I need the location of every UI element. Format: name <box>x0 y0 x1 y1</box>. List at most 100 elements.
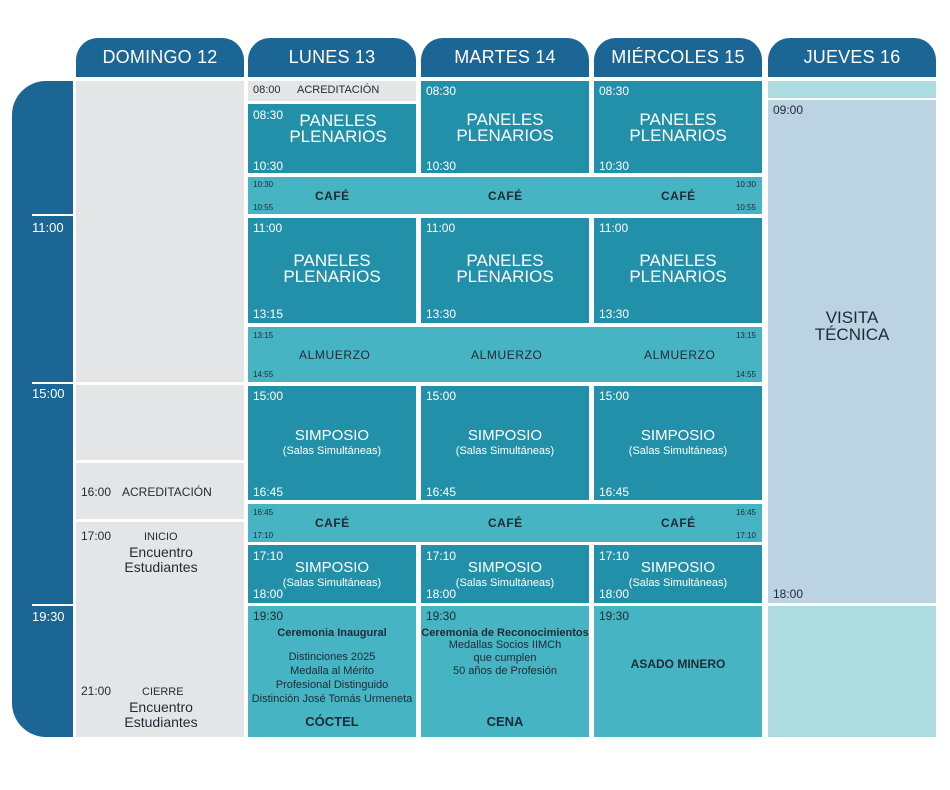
lunes-simposio-2[interactable]: 17:10 SIMPOSIO (Salas Simultáneas) 18:00 <box>248 545 416 603</box>
lunes-simposio-1[interactable]: 15:00 SIMPOSIO (Salas Simultáneas) 16:45 <box>248 386 416 500</box>
domingo-acred-time: 16:00 <box>81 485 112 499</box>
almuerzo-start-right: 13:15 <box>735 331 756 340</box>
cafe2-start-left: 16:45 <box>253 508 274 517</box>
cafe2-end-left: 17:10 <box>253 531 274 540</box>
domingo-end-time: 21:00 <box>81 684 112 698</box>
domingo-start-label: INICIO <box>144 531 178 543</box>
martes-detail-2: que cumplen <box>473 652 537 664</box>
martes-simposio-2[interactable]: 17:10 SIMPOSIO (Salas Simultáneas) 18:00 <box>421 545 589 603</box>
cafe2-label-miercoles: CAFÉ <box>661 516 696 530</box>
almuerzo-start-left: 13:15 <box>253 331 274 340</box>
cafe2-label-lunes: CAFÉ <box>315 516 350 530</box>
martes-paneles-2[interactable]: 11:00 PANELES PLENARIOS 13:30 <box>421 218 589 323</box>
miercoles-simp1-end: 16:45 <box>599 485 630 499</box>
martes-evening-time: 19:30 <box>426 609 457 623</box>
martes-simp1-end: 16:45 <box>426 485 457 499</box>
martes-simp1-title: SIMPOSIO <box>467 427 543 444</box>
lunes-detail-1: Distinciones 2025 <box>288 651 376 663</box>
jueves-visita-tecnica[interactable]: 09:00 VISITA TÉCNICA 18:00 <box>768 100 936 603</box>
miercoles-simp1-start: 15:00 <box>599 389 630 403</box>
martes-evening[interactable]: 19:30 Ceremonia de Reconocimientos Medal… <box>421 606 589 737</box>
martes-panel1-title: PANELES PLENARIOS <box>421 111 589 145</box>
domingo-event-end-l2: Estudiantes <box>124 714 198 730</box>
miercoles-simposio-1[interactable]: 15:00 SIMPOSIO (Salas Simultáneas) 16:45 <box>594 386 762 500</box>
almuerzo-end-left: 14:55 <box>253 370 274 379</box>
martes-panel2-end: 13:30 <box>426 307 457 321</box>
lunes-acred-time: 08:00 <box>253 84 281 96</box>
day-header-domingo: DOMINGO 12 <box>76 38 244 77</box>
lunes-panel1-title: PANELES PLENARIOS <box>248 112 416 145</box>
day-header-martes: MARTES 14 <box>421 38 589 77</box>
martes-simp2-title: SIMPOSIO <box>467 559 543 576</box>
lunes-acreditacion[interactable]: 08:00 ACREDITACIÓN <box>248 81 416 101</box>
cafe2-label-martes: CAFÉ <box>488 516 523 530</box>
cafe1-end-right: 10:55 <box>735 203 756 212</box>
cafe1-label-lunes: CAFÉ <box>315 189 350 203</box>
miercoles-panel1-end: 10:30 <box>599 159 630 173</box>
lunes-simp2-title: SIMPOSIO <box>294 559 370 576</box>
domingo-event-end-l1: Encuentro <box>129 699 193 715</box>
domingo-event-start-l1: Encuentro <box>129 544 193 560</box>
miercoles-panel2-start: 11:00 <box>599 221 629 235</box>
rail-label-1500: 15:00 <box>32 386 65 401</box>
cafe1-label-martes: CAFÉ <box>488 189 523 203</box>
domingo-encuentro-estudiantes[interactable]: 17:00 INICIO Encuentro Estudiantes 21:00… <box>76 522 244 737</box>
jueves-title: VISITA TÉCNICA <box>768 309 936 343</box>
cafe-band-1[interactable]: 10:30 10:55 10:30 10:55 CAFÉ CAFÉ CAFÉ <box>248 177 762 214</box>
miercoles-panel2-title: PANELES PLENARIOS <box>594 251 762 286</box>
lunes-paneles-2[interactable]: 11:00 PANELES PLENARIOS 13:15 <box>248 218 416 323</box>
almuerzo-band[interactable]: 13:15 14:55 13:15 14:55 ALMUERZO ALMUERZ… <box>248 327 762 382</box>
lunes-panel2-title: PANELES PLENARIOS <box>248 251 416 285</box>
martes-panel2-title-l1: PANELES <box>466 251 544 270</box>
rail-label-1100: 11:00 <box>32 220 64 235</box>
lunes-panel1-start: 08:30 <box>253 108 284 122</box>
miercoles-simp2-end: 18:00 <box>599 587 630 601</box>
almuerzo-label-lunes: ALMUERZO <box>299 348 371 362</box>
martes-panel2-title: PANELES PLENARIOS <box>421 251 589 285</box>
martes-simp1-sub: (Salas Simultáneas) <box>455 445 555 457</box>
martes-detail-3: 50 años de Profesión <box>453 665 557 677</box>
miercoles-evening-title: ASADO MINERO <box>630 657 726 671</box>
lunes-panel2-title-l1: PANELES <box>293 251 371 270</box>
miercoles-panel2-end: 13:30 <box>599 307 630 321</box>
miercoles-simp2-sub: (Salas Simultáneas) <box>628 577 728 589</box>
miercoles-paneles-1[interactable]: 08:30 PANELES PLENARIOS 10:30 <box>594 81 762 173</box>
miercoles-simp2-start: 17:10 <box>599 549 630 563</box>
domingo-acred-label: ACREDITACIÓN <box>122 485 212 499</box>
cafe2-start-right: 16:45 <box>735 508 756 517</box>
cafe1-start-left: 10:30 <box>253 180 274 189</box>
lunes-simp1-title: SIMPOSIO <box>294 427 370 444</box>
cafe-band-2[interactable]: 16:45 17:10 16:45 17:10 CAFÉ CAFÉ CAFÉ <box>248 504 762 542</box>
lunes-paneles-1[interactable]: 08:30 PANELES PLENARIOS 10:30 <box>248 104 416 173</box>
miercoles-panel1-title-l1: PANELES <box>639 110 717 129</box>
martes-simposio-1[interactable]: 15:00 SIMPOSIO (Salas Simultáneas) 16:45 <box>421 386 589 500</box>
lunes-panel2-end: 13:15 <box>253 307 284 321</box>
miercoles-panel1-title-l2: PLENARIOS <box>629 126 727 145</box>
miercoles-evening[interactable]: 19:30 ASADO MINERO <box>594 606 762 737</box>
lunes-simp1-sub: (Salas Simultáneas) <box>282 445 382 457</box>
miercoles-simposio-2[interactable]: 17:10 SIMPOSIO (Salas Simultáneas) 18:00 <box>594 545 762 603</box>
lunes-detail-2: Medalla al Mérito <box>290 665 374 677</box>
cafe1-start-right: 10:30 <box>735 180 756 189</box>
martes-closing: CENA <box>486 714 524 729</box>
lunes-simp2-end: 18:00 <box>253 587 284 601</box>
martes-panel1-title-l2: PLENARIOS <box>456 126 554 145</box>
miercoles-paneles-2[interactable]: 11:00 PANELES PLENARIOS 13:30 <box>594 218 762 323</box>
jueves-end: 18:00 <box>773 587 804 601</box>
rail-tick-1100 <box>32 214 73 216</box>
domingo-acreditacion[interactable]: 16:00 ACREDITACIÓN <box>76 463 244 519</box>
martes-panel1-start: 08:30 <box>426 84 457 98</box>
miercoles-panel2-title-l1: PANELES <box>639 251 717 270</box>
martes-paneles-1[interactable]: 08:30 PANELES PLENARIOS 10:30 <box>421 81 589 173</box>
jueves-title-l1: VISITA <box>825 308 879 327</box>
miercoles-panel2-title-l2: PLENARIOS <box>629 267 727 286</box>
lunes-evening[interactable]: 19:30 Ceremonia Inaugural Distinciones 2… <box>248 606 416 737</box>
almuerzo-end-right: 14:55 <box>735 370 756 379</box>
day-header-jueves: JUEVES 16 <box>768 38 936 77</box>
jueves-title-l2: TÉCNICA <box>814 325 890 344</box>
cafe1-end-left: 10:55 <box>253 203 274 212</box>
miercoles-simp2-title: SIMPOSIO <box>640 559 716 576</box>
almuerzo-label-martes: ALMUERZO <box>471 348 543 362</box>
domingo-empty-morning <box>76 81 244 382</box>
martes-detail-1: Medallas Socios IIMCh <box>448 639 562 651</box>
